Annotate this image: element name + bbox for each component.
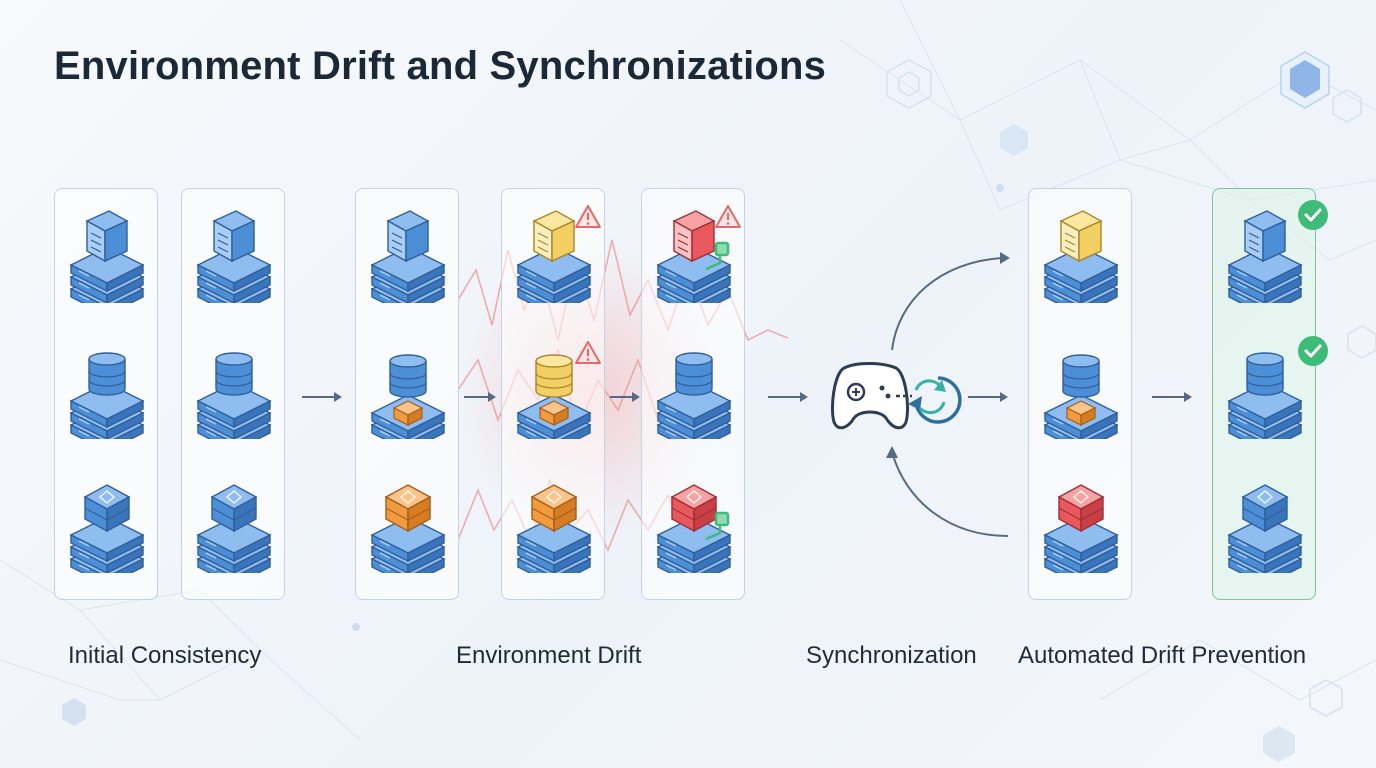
cube-stack (194, 473, 274, 573)
database-stack (1041, 339, 1121, 439)
caption-environment-drift: Environment Drift (456, 642, 642, 669)
cube-stack (1041, 473, 1121, 573)
gamepad-sync-icon (830, 362, 962, 430)
check-circle-icon (1297, 199, 1328, 230)
server-stack (514, 203, 594, 303)
caption-synchronization: Synchronization (806, 642, 977, 669)
server-stack (654, 203, 734, 303)
flow-arrow (1152, 392, 1192, 402)
warning-triangle-icon (574, 339, 602, 367)
check-circle-icon (1297, 335, 1328, 366)
flow-arrow (464, 392, 496, 402)
sync-hub (830, 252, 1010, 537)
flow-arrow (968, 392, 1008, 402)
database-stack (67, 339, 147, 439)
database-stack (194, 339, 274, 439)
cube-stack (368, 473, 448, 573)
drift-col-1 (355, 188, 459, 600)
server-stack (1225, 203, 1305, 303)
initial-col-1 (54, 188, 158, 600)
caption-initial-consistency: Initial Consistency (68, 642, 262, 669)
flow-arrow (302, 392, 342, 402)
cube-stack (514, 473, 594, 573)
cube-stack (1225, 473, 1305, 573)
server-stack (1041, 203, 1121, 303)
prevention-col (1212, 188, 1328, 600)
drift-col-2 (501, 188, 605, 600)
flow-arrow (610, 392, 640, 402)
database-stack (368, 339, 448, 439)
server-stack (67, 203, 147, 303)
initial-col-2 (181, 188, 285, 600)
server-stack (194, 203, 274, 303)
flow-arrow (768, 392, 808, 402)
drift-col-3 (641, 188, 745, 600)
database-stack (514, 339, 594, 439)
caption-automated-drift-prevention: Automated Drift Prevention (1018, 642, 1307, 669)
cube-stack (67, 473, 147, 573)
warning-triangle-icon (714, 203, 742, 231)
page-title: Environment Drift and Synchronizations (54, 44, 827, 88)
warning-triangle-icon (574, 203, 602, 231)
database-stack (654, 339, 734, 439)
server-stack (368, 203, 448, 303)
database-stack (1225, 339, 1305, 439)
cube-stack (654, 473, 734, 573)
sync-col (1028, 188, 1132, 600)
